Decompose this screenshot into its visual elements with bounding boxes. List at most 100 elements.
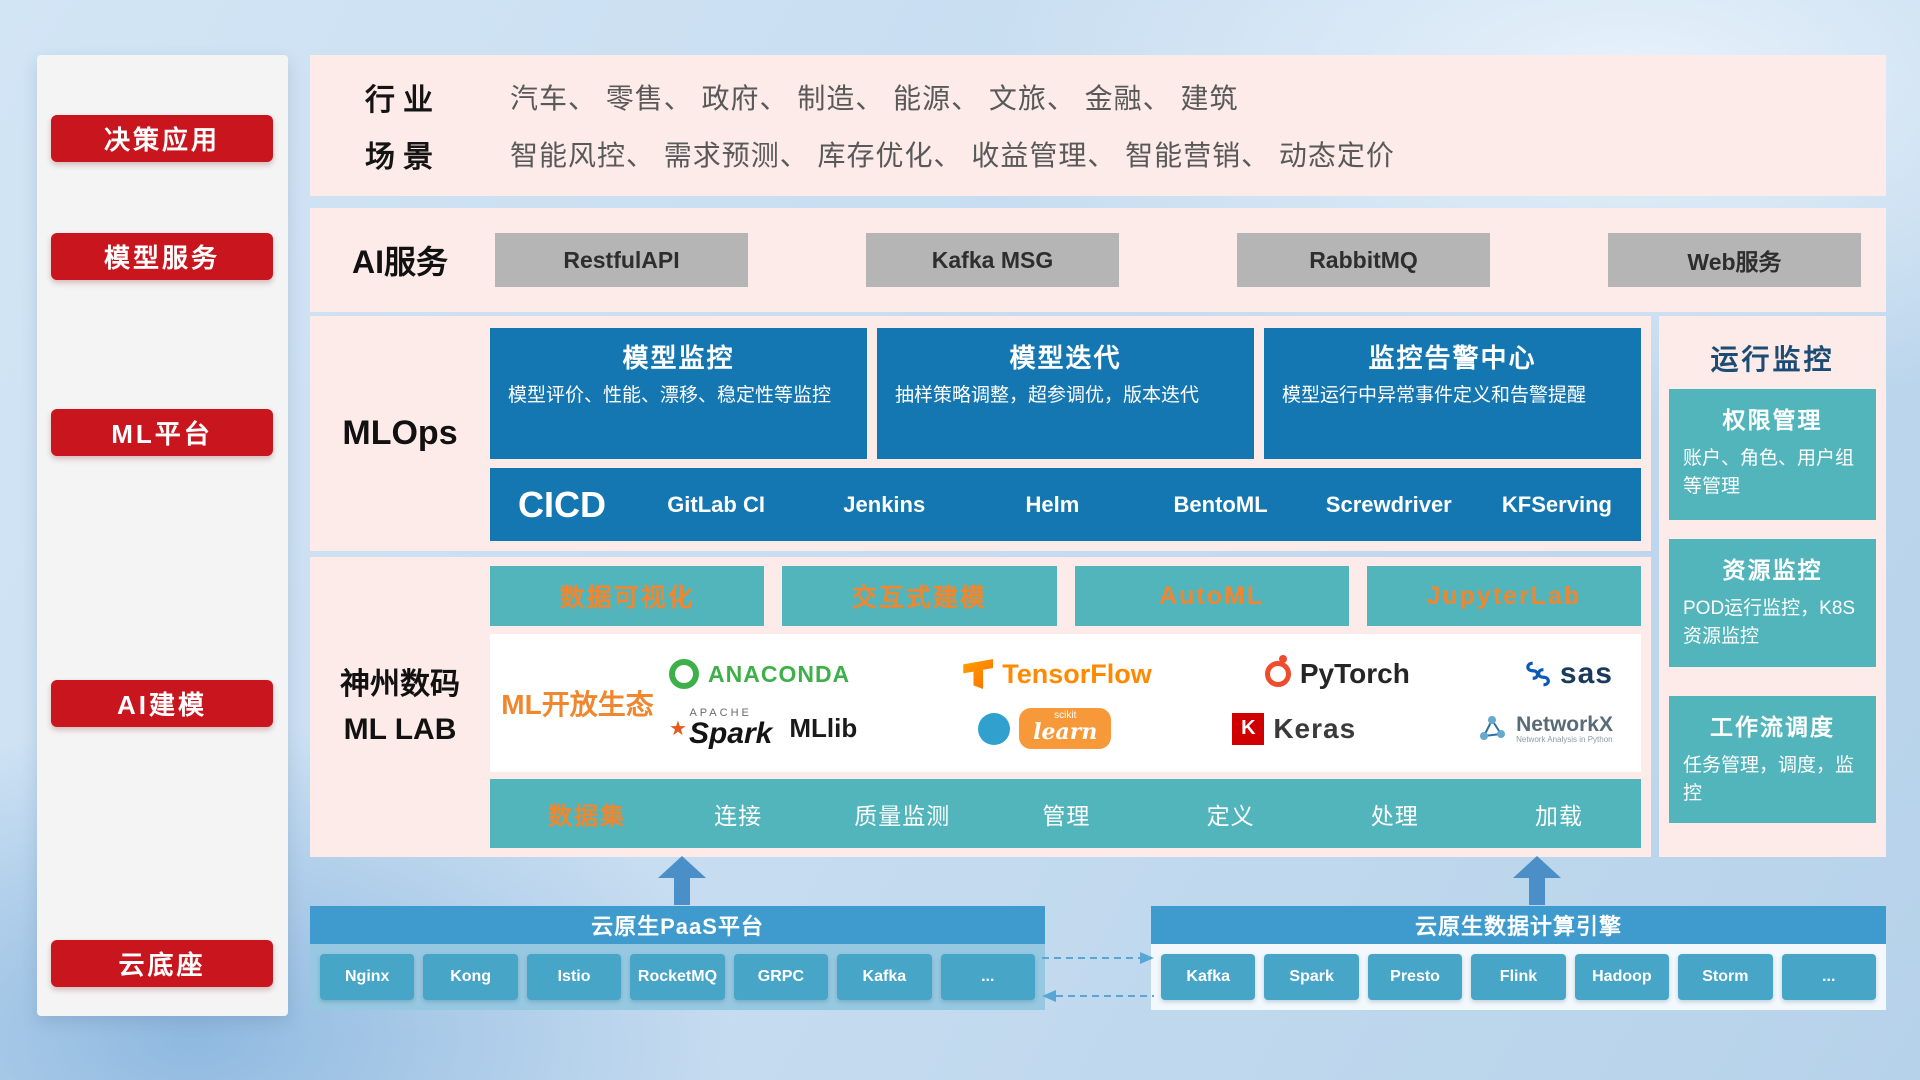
up-arrow-right [1513,856,1561,906]
arrow-head [658,856,706,878]
cicd-tool-jenkins: Jenkins [843,491,926,517]
spark-star-icon: ★ [669,718,687,740]
dataset-item-manage: 管理 [1042,802,1091,829]
dataset-label: 数据集 [548,803,626,830]
engine-chip-spark: Spark [1264,954,1359,1000]
mlops-card-model-monitoring: 模型监控 模型评价、性能、漂移、稳定性等监控 [490,328,867,459]
mlops-cards: 模型监控 模型评价、性能、漂移、稳定性等监控 模型迭代 抽样策略调整，超参调优，… [490,328,1641,459]
keras-text: Keras [1273,712,1357,744]
pytorch-logo: PyTorch [1264,655,1410,690]
keras-logo: K Keras [1232,712,1357,745]
cicd-tool-screwdriver: Screwdriver [1325,491,1452,517]
spark-apache-text: APACHE [689,707,752,719]
ml-open-ecosystem: ML开放生态 ANACONDA TensorFlow PyTorch [490,634,1641,772]
pytorch-text: PyTorch [1299,658,1410,689]
cloud-paas-title: 云原生PaaS平台 [310,906,1045,944]
tensorflow-icon [963,659,994,689]
engine-chip-presto: Presto [1367,954,1463,1000]
sidebar-item-cloud-base: 云底座 [51,940,273,987]
card-desc: 模型运行中异常事件定义和告警提醒 [1282,385,1587,406]
ml-lab-label: 神州数码 ML LAB [310,557,490,857]
ml-lab-label-line2: ML LAB [343,713,457,746]
scikit-text: scikit [1054,710,1077,721]
paas-chip-more: ... [940,954,1035,1000]
logo-row-2: APACHE ★Spark MLlib scikit learn K [669,708,1613,749]
arrow-stem [674,878,690,905]
dataset-item-process: 处理 [1370,802,1419,829]
tool-box-jupyterlab: JupyterLab [1366,566,1641,626]
dataset-item-define: 定义 [1206,802,1255,829]
runtime-monitoring-title: 运行监控 [1710,344,1835,375]
sas-swirl-icon [1526,661,1550,687]
card-title: 模型监控 [622,343,735,373]
ml-lab-panel: 神州数码 ML LAB 数据可视化 交互式建模 AutoML JupyterLa… [310,557,1651,857]
runtime-monitoring-panel: 运行监控 权限管理 账户、角色、用户组等管理 资源监控 POD运行监控，K8S资… [1659,316,1886,857]
networkx-subtitle: Network Analysis in Python [1516,734,1613,744]
networkx-graph-icon [1480,716,1506,741]
anaconda-text: ANACONDA [708,660,851,687]
dataset-bar: 数据集 连接 质量监测 管理 定义 处理 加载 [490,779,1641,848]
paas-chip-rocketmq: RocketMQ [630,954,725,1000]
tool-box-interactive-modeling: 交互式建模 [782,566,1057,626]
tensorflow-text: TensorFlow [1002,658,1152,689]
mon-card-workflow: 工作流调度 任务管理，调度，监控 [1669,696,1876,823]
mllib-text: MLlib [789,713,858,743]
data-flow-arrows [1042,952,1154,1002]
ml-lab-label-line1: 神州数码 [340,668,460,701]
ml-lab-tools: 数据可视化 交互式建模 AutoML JupyterLab [490,566,1641,626]
engine-chip-storm: Storm [1678,954,1773,1000]
scikit-learn-badge: scikit learn [1019,708,1112,749]
cicd-tool-bentoml: BentoML [1173,491,1268,517]
card-desc: 任务管理，调度，监控 [1683,755,1855,804]
learn-text: learn [1033,719,1098,745]
paas-chip-kafka: Kafka [837,954,932,1000]
anaconda-icon [669,659,699,689]
mon-card-permission: 权限管理 账户、角色、用户组等管理 [1669,389,1876,520]
card-title: 资源监控 [1722,557,1823,583]
cicd-bar: CICD GitLab CI Jenkins Helm BentoML Scre… [490,468,1641,541]
ai-service-kafka-msg: Kafka MSG [866,233,1119,287]
mlops-card-model-iteration: 模型迭代 抽样策略调整，超参调优，版本迭代 [877,328,1254,459]
networkx-text-block: NetworkX Network Analysis in Python [1516,713,1613,745]
networkx-text: NetworkX [1516,712,1613,736]
engine-chip-hadoop: Hadoop [1574,954,1670,1000]
ai-service-panel: AI服务 RestfulAPI Kafka MSG RabbitMQ Web服务 [310,208,1886,312]
paas-chip-grpc: GRPC [733,954,829,1000]
dataset-item-load: 加载 [1534,802,1583,829]
ai-service-buttons: RestfulAPI Kafka MSG RabbitMQ Web服务 [470,233,1886,287]
cicd-tool-helm: Helm [1025,491,1080,517]
sidebar-item-ml-platform: ML平台 [51,409,273,456]
cloud-paas-components: Nginx Kong Istio RocketMQ GRPC Kafka ... [310,944,1045,1010]
scenario-label: 场景 [365,140,441,174]
industry-label: 行业 [365,84,441,118]
cicd-label: CICD [518,483,606,525]
mlops-label: MLOps [342,414,458,452]
sas-text: sas [1559,657,1613,690]
card-title: 权限管理 [1722,407,1823,433]
tool-box-automl: AutoML [1074,566,1349,626]
scikit-circle-icon [978,712,1011,745]
dataset-item-connect: 连接 [714,802,763,829]
ai-service-label: AI服务 [352,244,449,280]
mon-card-resource: 资源监控 POD运行监控，K8S资源监控 [1669,539,1876,667]
sidebar-item-decision-apps: 决策应用 [51,115,273,162]
spark-mllib-logo: APACHE ★Spark MLlib [669,708,857,749]
paas-chip-kong: Kong [423,954,518,1000]
ml-open-ecosystem-label: ML开放生态 [501,689,654,720]
arrow-stem [1529,878,1545,905]
anaconda-logo: ANACONDA [669,659,850,689]
ai-service-web: Web服务 [1608,233,1861,287]
card-desc: 抽样策略调整，超参调优，版本迭代 [895,385,1200,406]
scenario-list: 智能风控、 需求预测、 库存优化、 收益管理、 智能营销、 动态定价 [510,139,1395,171]
dataset-item-quality: 质量监测 [854,802,951,829]
layer-sidebar: 决策应用 模型服务 ML平台 AI建模 云底座 [37,55,288,1016]
card-title: 模型迭代 [1009,343,1122,373]
logo-row-1: ANACONDA TensorFlow PyTorch [669,655,1613,691]
cloud-engine-components: Kafka Spark Presto Flink Hadoop Storm ..… [1151,944,1886,1010]
paas-chip-nginx: Nginx [320,954,415,1000]
cloud-engine-title: 云原生数据计算引擎 [1151,906,1886,944]
engine-chip-flink: Flink [1471,954,1566,1000]
cloud-paas-section: 云原生PaaS平台 Nginx Kong Istio RocketMQ GRPC… [310,906,1045,1010]
card-title: 工作流调度 [1710,714,1835,740]
ai-service-restfulapi: RestfulAPI [495,233,748,287]
